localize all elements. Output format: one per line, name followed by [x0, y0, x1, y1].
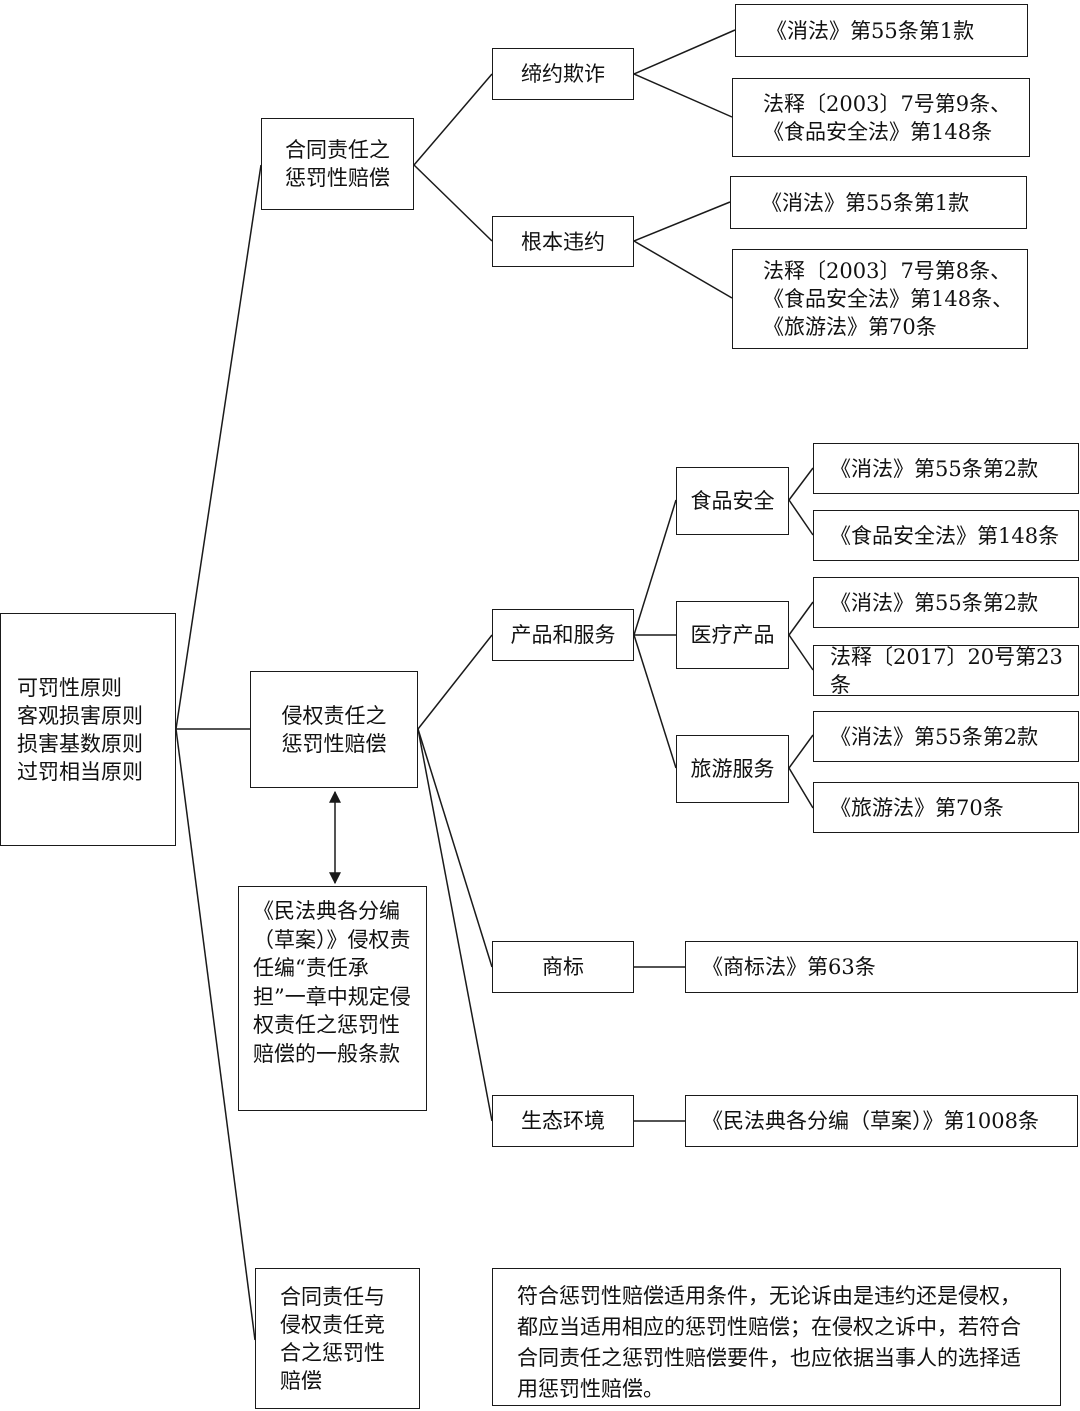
fraud-ref-2-box: 法释〔2003〕7号第9条、 《食品安全法》第148条 — [732, 78, 1030, 157]
breach-ref-2-line-3: 《旅游法》第70条 — [763, 315, 937, 339]
concurrence-box: 合同责任与 侵权责任竞 合之惩罚性 赔偿 — [255, 1268, 420, 1409]
tort-punitive-box: 侵权责任之 惩罚性赔偿 — [250, 671, 418, 788]
breach-ref-2-line-2: 《食品安全法》第148条、 — [763, 287, 1014, 311]
contract-fraud-label: 缔约欺诈 — [521, 62, 605, 86]
connector-food-ref1 — [788, 467, 814, 501]
medical-ref-2-box: 法释〔2017〕20号第23条 — [813, 644, 1079, 697]
products-services-label: 产品和服务 — [510, 623, 616, 647]
contract-breach-box: 根本违约 — [492, 216, 634, 267]
medical-ref-1: 《消法》第55条第2款 — [830, 590, 1039, 615]
trademark-box: 商标 — [492, 941, 634, 993]
connector-contract-fraud — [413, 73, 493, 166]
travel-ref-2-box: 《旅游法》第70条 — [813, 782, 1079, 833]
connector-root-contract — [175, 164, 262, 730]
tort-title-line-2: 惩罚性赔偿 — [281, 731, 387, 756]
connector-travel-ref2 — [788, 767, 814, 809]
contract-title-line-2: 惩罚性赔偿 — [285, 166, 390, 190]
tort-title-line-1: 侵权责任之 — [281, 703, 387, 728]
food-ref-1-box: 《消法》第55条第2款 — [813, 443, 1079, 494]
connector-breach-ref2 — [633, 240, 733, 299]
food-ref-1: 《消法》第55条第2款 — [830, 456, 1039, 481]
connector-breach-ref1 — [633, 201, 731, 242]
trademark-ref: 《商标法》第63条 — [702, 955, 876, 979]
contract-breach-label: 根本违约 — [521, 229, 605, 254]
fraud-ref-1-box: 《消法》第55条第1款 — [735, 4, 1028, 57]
fraud-ref-2-line-2: 《食品安全法》第148条 — [763, 119, 993, 144]
concurrence-note-box: 符合惩罚性赔偿适用条件，无论诉由是违约还是侵权，都应当适用相应的惩罚性赔偿；在侵… — [492, 1268, 1061, 1406]
products-services-box: 产品和服务 — [492, 609, 634, 661]
trademark-ref-box: 《商标法》第63条 — [685, 941, 1078, 993]
food-safety-label: 食品安全 — [690, 489, 775, 513]
breach-ref-2-line-1: 法释〔2003〕7号第8条、 — [763, 259, 1012, 283]
contract-punitive-box: 合同责任之 惩罚性赔偿 — [261, 118, 414, 210]
fraud-ref-2-line-1: 法释〔2003〕7号第9条、 — [763, 91, 1012, 116]
connector-fraud-ref2 — [633, 73, 733, 118]
medical-ref-2: 法释〔2017〕20号第23条 — [830, 644, 1063, 697]
medical-ref-1-box: 《消法》第55条第2款 — [813, 577, 1079, 628]
root-line-4: 过罚相当原则 — [17, 759, 143, 784]
medical-products-label: 医疗产品 — [690, 623, 775, 647]
connector-medical-ref1 — [788, 601, 814, 636]
travel-ref-2: 《旅游法》第70条 — [830, 795, 1004, 820]
connector-travel-ref1 — [788, 734, 814, 769]
breach-ref-1: 《消法》第55条第1款 — [761, 190, 970, 215]
travel-ref-1-box: 《消法》第55条第2款 — [813, 711, 1079, 762]
concurrence-line-2: 侵权责任竞 — [280, 1312, 385, 1337]
concurrence-line-4: 赔偿 — [280, 1368, 322, 1393]
ecology-ref-box: 《民法典各分编（草案）》第1008条 — [685, 1095, 1078, 1147]
connector-products-travel — [633, 634, 677, 769]
trademark-label: 商标 — [542, 955, 584, 979]
concurrence-line-3: 合之惩罚性 — [280, 1340, 385, 1365]
connector-tort-products — [417, 634, 493, 730]
root-line-1: 可罚性原则 — [17, 675, 122, 700]
root-line-2: 客观损害原则 — [17, 703, 143, 728]
contract-fraud-box: 缔约欺诈 — [492, 48, 634, 100]
connector-fraud-ref1 — [633, 29, 736, 75]
contract-title-line-1: 合同责任之 — [285, 138, 390, 162]
food-ref-2: 《食品安全法》第148条 — [830, 523, 1060, 548]
connector-tort-ecology — [417, 728, 493, 1122]
tort-general-clause-text: 《民法典各分编（草案）》侵权责任编“责任承担”一章中规定侵权责任之惩罚性赔偿的一… — [253, 899, 411, 1066]
ecology-box: 生态环境 — [492, 1095, 634, 1147]
fraud-ref-1: 《消法》第55条第1款 — [766, 18, 975, 43]
food-safety-box: 食品安全 — [676, 467, 789, 535]
medical-products-box: 医疗产品 — [676, 601, 789, 669]
connector-medical-ref2 — [788, 634, 814, 671]
connector-root-concurrence — [175, 728, 256, 1341]
connector-contract-breach — [413, 164, 493, 242]
root-principles-box: 可罚性原则 客观损害原则 损害基数原则 过罚相当原则 — [0, 613, 176, 846]
travel-services-label: 旅游服务 — [690, 757, 775, 781]
ecology-label: 生态环境 — [521, 1109, 605, 1133]
connector-food-ref2 — [788, 499, 814, 536]
travel-services-box: 旅游服务 — [676, 735, 789, 803]
breach-ref-2-box: 法释〔2003〕7号第8条、 《食品安全法》第148条、 《旅游法》第70条 — [732, 249, 1028, 349]
concurrence-line-1: 合同责任与 — [280, 1284, 385, 1309]
tort-general-clause-box: 《民法典各分编（草案）》侵权责任编“责任承担”一章中规定侵权责任之惩罚性赔偿的一… — [238, 886, 427, 1111]
root-line-3: 损害基数原则 — [17, 731, 143, 756]
connector-tort-trademark — [417, 728, 493, 968]
food-ref-2-box: 《食品安全法》第148条 — [813, 510, 1079, 561]
travel-ref-1: 《消法》第55条第2款 — [830, 724, 1039, 749]
concurrence-note-text: 符合惩罚性赔偿适用条件，无论诉由是违约还是侵权，都应当适用相应的惩罚性赔偿；在侵… — [517, 1284, 1021, 1401]
connector-products-food — [633, 499, 677, 636]
breach-ref-1-box: 《消法》第55条第1款 — [730, 176, 1027, 229]
ecology-ref: 《民法典各分编（草案）》第1008条 — [702, 1109, 1039, 1133]
